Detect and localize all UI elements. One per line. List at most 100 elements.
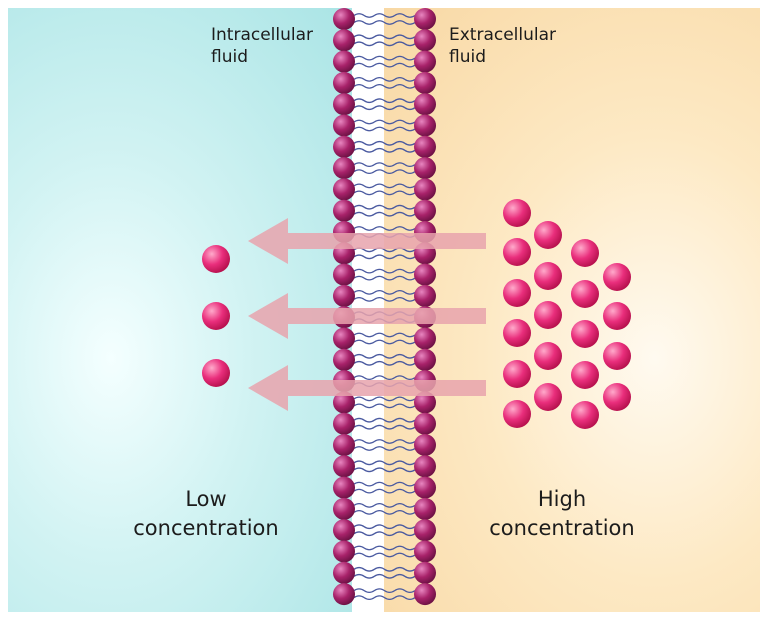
phospholipid-head bbox=[414, 93, 436, 116]
phospholipid-head bbox=[333, 434, 355, 456]
lipid-tail bbox=[353, 211, 416, 217]
phospholipid-head bbox=[333, 561, 355, 584]
phospholipid-head bbox=[414, 327, 436, 350]
phospholipid-head bbox=[414, 178, 436, 201]
diffusion-arrow bbox=[248, 365, 486, 411]
solute-molecule-high-side bbox=[534, 342, 562, 370]
low-concentration-label: Low concentration bbox=[133, 487, 279, 540]
lipid-tail bbox=[353, 353, 416, 359]
lipid-tail bbox=[353, 396, 416, 402]
lipid-tail bbox=[353, 460, 416, 466]
lipid-tail bbox=[353, 147, 416, 153]
lipid-tail bbox=[353, 573, 416, 579]
lipid-tail bbox=[353, 268, 416, 274]
phospholipid-head bbox=[414, 284, 436, 307]
lipid-tail bbox=[353, 524, 416, 530]
lipid-tail bbox=[353, 162, 416, 167]
lipid-tail bbox=[353, 105, 416, 111]
solute-molecule-high-side bbox=[603, 383, 631, 411]
high-concentration-label: High concentration bbox=[489, 487, 635, 540]
solute-molecule-high-side bbox=[534, 262, 562, 290]
lipid-tail bbox=[353, 169, 416, 174]
phospholipid-head bbox=[414, 157, 436, 180]
lipid-tail bbox=[353, 254, 416, 260]
solute-molecule-high-side bbox=[603, 302, 631, 330]
phospholipid-head bbox=[333, 327, 355, 350]
phospholipid-head bbox=[414, 434, 436, 456]
lipid-tail bbox=[353, 20, 416, 25]
lipid-tail bbox=[353, 77, 416, 82]
phospholipid-head bbox=[414, 519, 436, 542]
lipid-tail bbox=[353, 481, 416, 487]
phospholipid-head bbox=[414, 50, 436, 73]
phospholipid-head bbox=[333, 50, 355, 73]
lipid-tail bbox=[353, 41, 416, 47]
solute-molecule-high-side bbox=[571, 361, 599, 389]
phospholipid-head bbox=[333, 476, 355, 499]
phospholipid-head bbox=[414, 8, 436, 30]
phospholipid-head bbox=[333, 199, 355, 222]
phospholipid-heads-layer bbox=[333, 8, 436, 606]
lipid-tail bbox=[353, 98, 416, 104]
phospholipid-head bbox=[414, 540, 436, 563]
lipid-tail bbox=[353, 119, 416, 125]
phospholipid-head bbox=[414, 455, 436, 478]
phospholipid-head bbox=[414, 348, 436, 371]
lipid-tail bbox=[353, 183, 416, 189]
solute-molecule-high-side bbox=[571, 280, 599, 308]
solute-molecule-low-side bbox=[202, 302, 230, 330]
solute-molecule-high-side bbox=[503, 319, 531, 347]
phospholipid-head bbox=[333, 455, 355, 478]
solute-molecule-high-side bbox=[534, 221, 562, 249]
solute-molecule-low-side bbox=[202, 359, 230, 387]
phospholipid-head bbox=[333, 114, 355, 137]
lipid-tail bbox=[353, 595, 416, 600]
phospholipid-head bbox=[333, 263, 355, 286]
phospholipid-head bbox=[333, 412, 355, 435]
lipid-tail bbox=[353, 226, 416, 231]
phospholipid-head bbox=[333, 71, 355, 94]
extracellular-fluid-label: Extracellular fluid bbox=[449, 25, 557, 67]
lipid-tail bbox=[353, 552, 416, 558]
phospholipid-head bbox=[414, 29, 436, 52]
diffusion-arrow bbox=[248, 218, 486, 264]
lipid-tail bbox=[353, 503, 416, 508]
phospholipid-head bbox=[414, 114, 436, 137]
solute-molecule-high-side bbox=[571, 320, 599, 348]
solute-molecule-high-side bbox=[503, 238, 531, 266]
phospholipid-head bbox=[333, 8, 355, 30]
phospholipid-head bbox=[333, 583, 355, 606]
lipid-tail bbox=[353, 424, 416, 430]
solute-molecule-high-side bbox=[571, 401, 599, 429]
diffusion-arrow bbox=[248, 293, 486, 339]
phospholipid-head bbox=[414, 497, 436, 520]
lipid-tail bbox=[353, 439, 416, 444]
diffusion-arrows-layer bbox=[248, 218, 486, 411]
lipid-tail bbox=[353, 332, 416, 338]
lipid-tail bbox=[353, 190, 416, 196]
phospholipid-head bbox=[333, 135, 355, 158]
lipid-tail bbox=[353, 531, 416, 537]
solute-molecule-high-side bbox=[503, 360, 531, 388]
phospholipid-head bbox=[333, 540, 355, 563]
lipid-tail bbox=[353, 339, 416, 345]
lipid-tail bbox=[353, 403, 416, 409]
lipid-tail bbox=[353, 488, 416, 494]
lipid-tail bbox=[353, 446, 416, 451]
lipid-tail bbox=[353, 566, 416, 572]
phospholipid-head bbox=[414, 561, 436, 584]
lipid-tail bbox=[353, 34, 416, 40]
solute-molecule-high-side bbox=[534, 301, 562, 329]
lipid-tail bbox=[353, 360, 416, 366]
phospholipid-head bbox=[333, 29, 355, 52]
lipid-tail bbox=[353, 62, 416, 68]
phospholipid-head bbox=[333, 497, 355, 520]
phospholipid-head bbox=[333, 157, 355, 180]
solute-molecule-high-side bbox=[603, 263, 631, 291]
phospholipid-head bbox=[333, 348, 355, 371]
lipid-tails-layer bbox=[353, 13, 416, 600]
phospholipid-head bbox=[414, 412, 436, 435]
lipid-tail bbox=[353, 375, 416, 380]
phospholipid-head bbox=[414, 263, 436, 286]
